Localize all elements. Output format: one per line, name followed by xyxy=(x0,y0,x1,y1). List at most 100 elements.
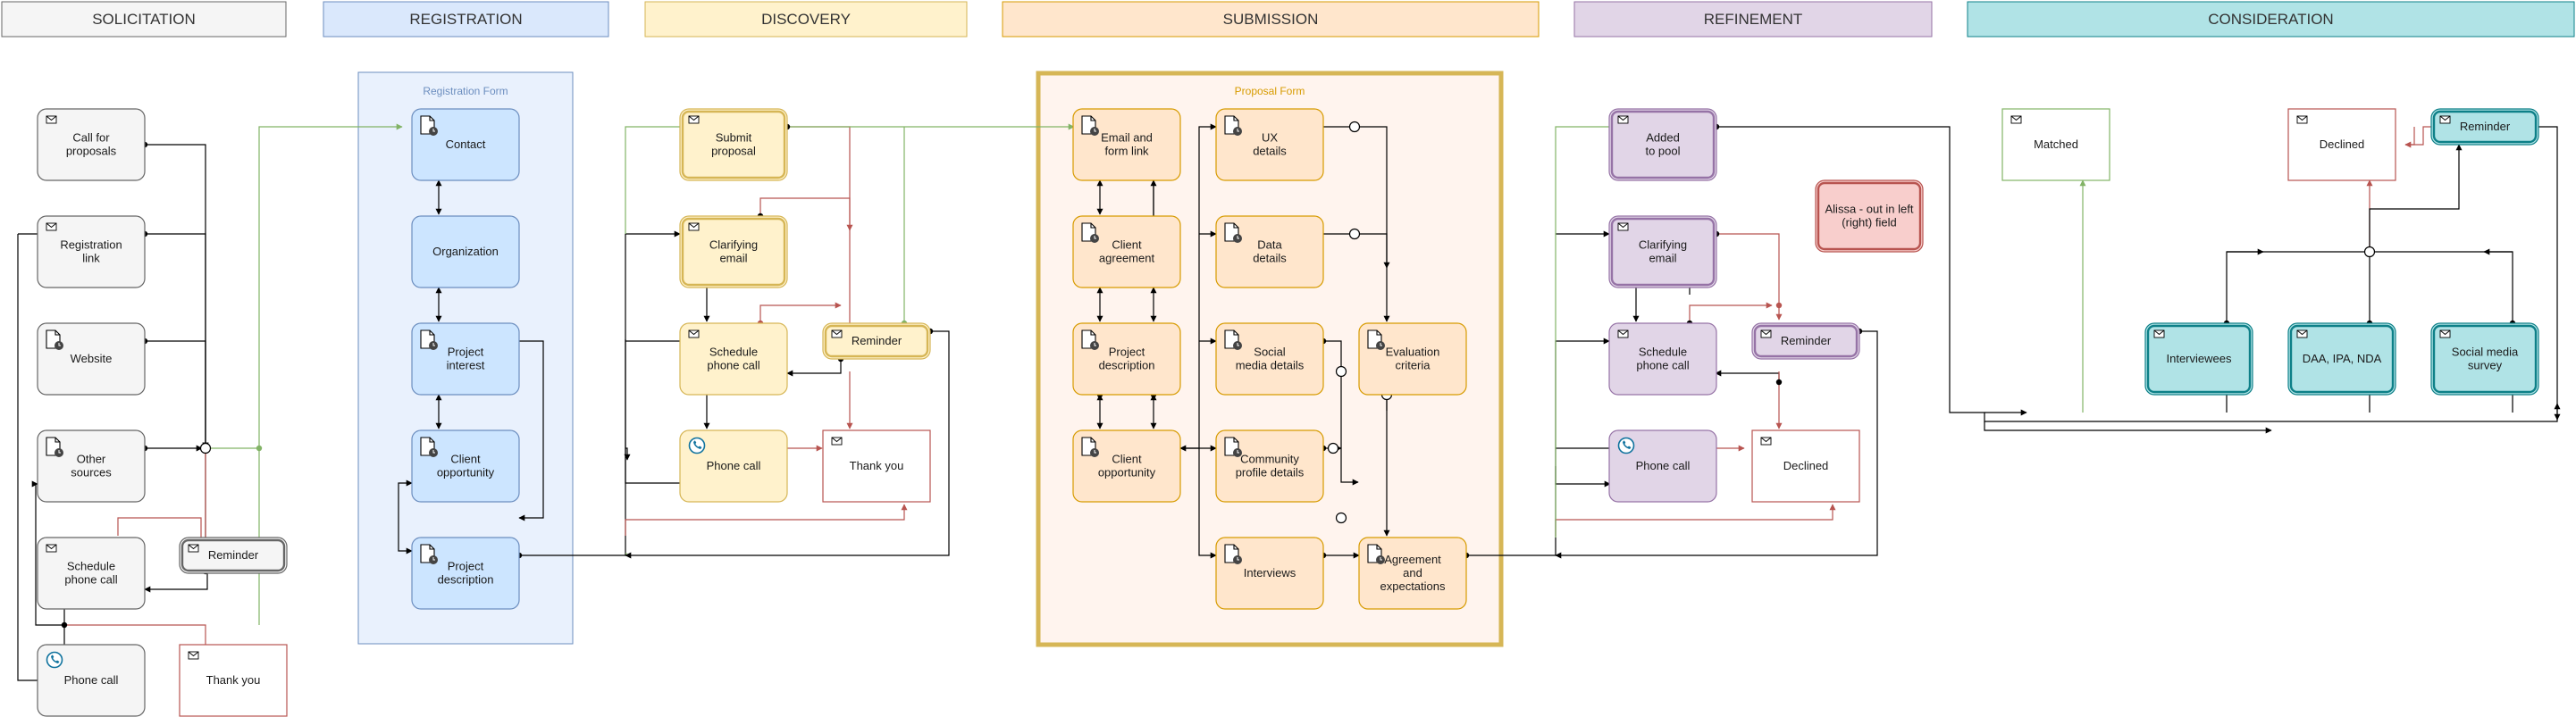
node-p-pd-label-1: description xyxy=(1099,359,1155,372)
connector-31 xyxy=(625,330,950,559)
node-s-other-label-1: sources xyxy=(71,466,112,479)
connector-70 xyxy=(1716,233,1783,321)
gateway-circle-3 xyxy=(1335,365,1347,378)
node-s-reg-label-1: link xyxy=(82,252,100,265)
envelope-icon xyxy=(46,115,57,124)
node-f-sched-label-1: phone call xyxy=(1636,359,1689,372)
node-f-clar-label-1: email xyxy=(1649,252,1676,265)
connector-19 xyxy=(398,479,413,554)
connector-37 xyxy=(625,504,908,536)
node-s-reg-label-0: Registration xyxy=(60,238,122,252)
node-d-submit-label-1: proposal xyxy=(711,145,756,158)
node-c-daa: DAA, IPA, NDA xyxy=(2287,322,2396,396)
step-nodes: Call forproposalsRegistrationlinkWebsite… xyxy=(37,108,2539,717)
node-r-org: Organization xyxy=(411,215,520,288)
node-p-data-label-0: Data xyxy=(1257,238,1282,252)
node-d-clar-label-1: email xyxy=(719,252,747,265)
node-s-sched-label-1: phone call xyxy=(64,573,117,587)
envelope-icon xyxy=(188,544,199,553)
node-d-clar-label-0: Clarifying xyxy=(709,238,758,252)
node-d-submit-label-0: Submit xyxy=(716,131,752,145)
envelope-icon xyxy=(2296,115,2308,124)
node-p-ux-label-0: UX xyxy=(1262,131,1278,145)
envelope-icon xyxy=(2439,329,2451,338)
connector-33 xyxy=(759,197,853,231)
junction-dot-5 xyxy=(61,621,68,629)
phase-label-solicitation: SOLICITATION xyxy=(92,11,196,28)
node-p-data-label-1: details xyxy=(1253,252,1287,265)
node-p-ca-label-0: Client xyxy=(1112,238,1142,252)
node-c-sms-label-1: survey xyxy=(2468,359,2503,372)
connector-75 xyxy=(1555,126,1609,538)
connector-14 xyxy=(209,123,403,449)
node-c-daa-label-0: DAA, IPA, NDA xyxy=(2303,352,2382,365)
junction-dot-red-2 xyxy=(1775,302,1783,309)
envelope-icon xyxy=(831,329,843,338)
envelope-icon xyxy=(688,222,700,231)
document-icon xyxy=(1081,115,1099,136)
connector-4 xyxy=(192,454,206,545)
node-p-cpd-label-0: Community xyxy=(1240,453,1299,466)
connector-30 xyxy=(786,359,842,377)
phase-label-submission: SUBMISSION xyxy=(1223,11,1319,28)
envelope-icon xyxy=(2296,329,2308,338)
phase-header-solicitation xyxy=(1,1,287,38)
node-f-phone: Phone call xyxy=(1608,429,1717,503)
node-s-sched-label-0: Schedule xyxy=(67,560,115,573)
node-s-cfp-label-1: proposals xyxy=(66,145,117,158)
document-icon xyxy=(420,437,438,457)
node-r-pd-label-1: description xyxy=(438,573,494,587)
node-c-int: Interviewees xyxy=(2144,322,2253,396)
node-s-ty: Thank you xyxy=(179,644,288,717)
envelope-icon xyxy=(1617,329,1629,338)
envelope-icon xyxy=(46,222,57,231)
node-f-pool-label-0: Added xyxy=(1646,131,1680,145)
node-c-matched: Matched xyxy=(2001,108,2110,181)
node-s-cfp-label-0: Call for xyxy=(72,131,110,145)
connector-55 xyxy=(1323,233,1390,269)
envelope-icon xyxy=(831,437,843,446)
gateway-circle-1 xyxy=(1348,121,1361,133)
node-d-rem: Reminder xyxy=(822,322,931,360)
connector-69 xyxy=(1555,330,1878,559)
envelope-icon xyxy=(1760,329,1772,338)
node-p-co-label-1: opportunity xyxy=(1098,466,1156,479)
phase-header-discovery xyxy=(644,1,968,38)
node-p-agree-label-0: Agreement xyxy=(1384,553,1441,566)
document-icon xyxy=(1081,222,1099,243)
node-r-co-label-1: opportunity xyxy=(437,466,495,479)
document-icon xyxy=(1224,544,1242,564)
document-icon xyxy=(1224,437,1242,457)
document-icon xyxy=(1367,329,1385,350)
connector-34 xyxy=(759,302,842,323)
node-s-ty-label-0: Thank you xyxy=(206,673,261,687)
envelope-icon xyxy=(1617,115,1629,124)
envelope-icon xyxy=(1760,437,1772,446)
connector-0 xyxy=(145,144,209,449)
connector-71 xyxy=(1689,302,1773,323)
node-d-phone-label-0: Phone call xyxy=(707,459,761,472)
connector-32 xyxy=(787,126,853,331)
connector-38 xyxy=(625,126,680,234)
connector-12 xyxy=(64,624,209,662)
phase-label-refinement: REFINEMENT xyxy=(1704,11,1803,28)
document-icon xyxy=(1367,544,1385,564)
node-f-sched-label-0: Schedule xyxy=(1639,346,1687,359)
node-s-other-label-0: Other xyxy=(77,453,106,466)
node-p-int: Interviews xyxy=(1215,537,1324,610)
node-d-sched-label-1: phone call xyxy=(707,359,759,372)
